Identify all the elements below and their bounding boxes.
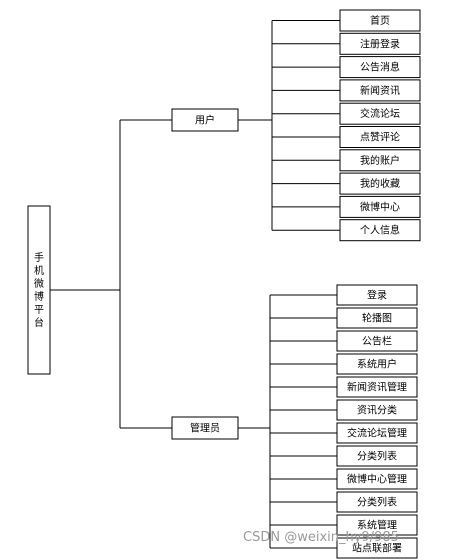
- leaf-node-0-1: 注册登录: [339, 32, 421, 55]
- leaf-node-1-6-label: 交流论坛管理: [347, 427, 407, 440]
- leaf-node-1-3-label: 系统用户: [357, 358, 397, 371]
- leaf-node-0-8-label: 微博中心: [360, 200, 400, 213]
- leaf-node-1-6: 交流论坛管理: [336, 422, 418, 444]
- leaf-node-1-10-label: 系统管理: [357, 519, 397, 532]
- leaf-node-0-8: 微博中心: [339, 195, 421, 218]
- leaf-node-1-2: 公告栏: [336, 330, 418, 352]
- leaf-node-1-11: 站点联部署: [336, 537, 418, 559]
- leaf-node-0-7: 我的收藏: [339, 172, 421, 195]
- root-node: 手机微博平台: [27, 205, 51, 375]
- branch-node-0-label: 用户: [195, 114, 215, 127]
- leaf-node-0-6: 我的账户: [339, 149, 421, 172]
- leaf-node-0-3-label: 新闻资讯: [360, 84, 400, 97]
- leaf-node-0-2: 公告消息: [339, 56, 421, 79]
- leaf-node-1-11-label: 站点联部署: [352, 542, 402, 555]
- leaf-node-1-10: 系统管理: [336, 514, 418, 536]
- leaf-node-1-8: 微博中心管理: [336, 468, 418, 490]
- leaf-node-1-0-label: 登录: [367, 289, 387, 302]
- leaf-node-0-4: 交流论坛: [339, 102, 421, 125]
- branch-node-1-label: 管理员: [190, 422, 220, 435]
- leaf-node-1-3: 系统用户: [336, 353, 418, 375]
- leaf-node-0-6-label: 我的账户: [360, 154, 400, 167]
- leaf-node-0-5: 点赞评论: [339, 126, 421, 148]
- leaf-node-0-7-label: 我的收藏: [360, 177, 400, 190]
- leaf-node-1-8-label: 微博中心管理: [347, 473, 407, 486]
- leaf-node-0-9-label: 个人信息: [360, 224, 400, 237]
- leaf-node-1-4: 新闻资讯管理: [336, 376, 418, 398]
- leaf-node-0-1-label: 注册登录: [360, 37, 400, 50]
- leaf-node-0-2-label: 公告消息: [360, 61, 400, 74]
- leaf-node-0-0-label: 首页: [370, 14, 390, 27]
- leaf-node-1-5-label: 资讯分类: [357, 404, 397, 417]
- leaf-node-1-1: 轮播图: [336, 307, 418, 329]
- leaf-node-0-4-label: 交流论坛: [360, 107, 400, 120]
- leaf-node-1-9: 分类列表: [336, 491, 418, 513]
- leaf-node-1-2-label: 公告栏: [362, 335, 392, 348]
- leaf-node-0-9: 个人信息: [339, 219, 421, 242]
- leaf-node-1-4-label: 新闻资讯管理: [347, 381, 407, 394]
- leaf-node-0-3: 新闻资讯: [339, 79, 421, 102]
- branch-node-0: 用户: [171, 108, 239, 132]
- leaf-node-1-0: 登录: [336, 284, 418, 306]
- leaf-node-1-9-label: 分类列表: [357, 496, 397, 509]
- leaf-node-1-5: 资讯分类: [336, 399, 418, 421]
- leaf-node-0-0: 首页: [339, 9, 421, 32]
- leaf-node-1-7-label: 分类列表: [357, 450, 397, 463]
- leaf-node-1-7: 分类列表: [336, 445, 418, 467]
- leaf-node-1-1-label: 轮播图: [362, 312, 392, 325]
- branch-node-1: 管理员: [171, 416, 239, 440]
- root-label: 手机微博平台: [34, 251, 44, 329]
- watermark: CSDN @weixin_hy9/985: [243, 530, 399, 545]
- leaf-node-0-5-label: 点赞评论: [360, 131, 400, 144]
